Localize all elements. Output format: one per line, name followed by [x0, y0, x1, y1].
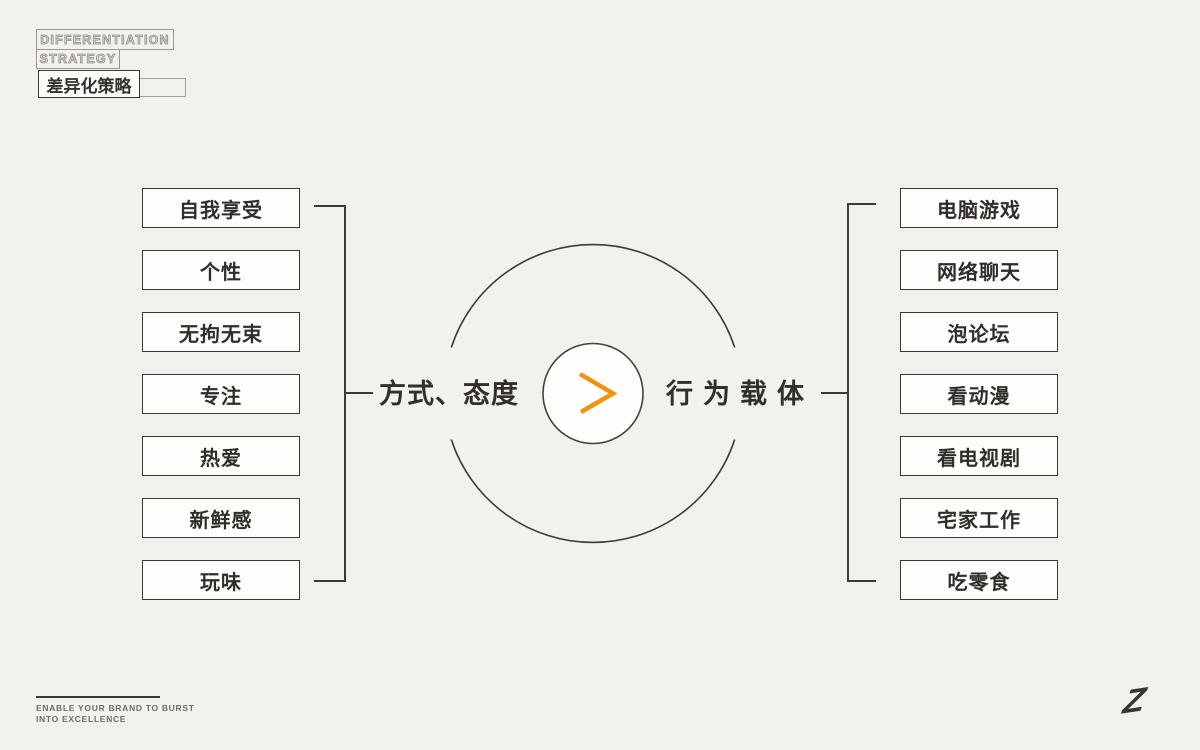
attitude-card: 玩味	[142, 560, 300, 600]
card-label: 泡论坛	[947, 323, 1011, 346]
footer-tagline: ENABLE YOUR BRAND TO BURST INTO EXCELLEN…	[36, 703, 195, 724]
greater-than-icon	[578, 372, 618, 414]
card-label: 新鲜感	[189, 509, 253, 532]
behavior-card: 看电视剧	[900, 436, 1058, 476]
left-bracket-mid-stub	[344, 392, 373, 394]
right-bracket-bottom-stub	[847, 580, 876, 582]
card-label: 玩味	[200, 571, 242, 594]
attitude-card: 无拘无束	[142, 312, 300, 352]
attitude-card: 专注	[142, 374, 300, 414]
inner-circle	[542, 342, 644, 445]
card-label: 自我享受	[179, 199, 263, 222]
attitude-card: 新鲜感	[142, 498, 300, 538]
card-label: 个性	[200, 261, 242, 284]
behavior-card: 泡论坛	[900, 312, 1058, 352]
card-label: 热爱	[200, 447, 242, 470]
header: DIFFERENTIATION STRATEGY 差异化策略	[36, 29, 186, 98]
subtitle-box: 差异化策略	[38, 70, 140, 98]
behavior-card: 宅家工作	[900, 498, 1058, 538]
brand-logo: Z	[1120, 680, 1149, 722]
card-label: 网络聊天	[937, 261, 1021, 284]
left-bracket-top-stub	[314, 205, 346, 207]
behavior-card: 电脑游戏	[900, 188, 1058, 228]
card-label: 吃零食	[947, 571, 1011, 594]
card-label: 电脑游戏	[937, 199, 1021, 222]
footer-tagline-line-1: ENABLE YOUR BRAND TO BURST	[36, 703, 195, 713]
behavior-card: 吃零食	[900, 560, 1058, 600]
right-bracket-top-stub	[847, 203, 876, 205]
outer-circle-bottom-arc	[450, 439, 736, 544]
card-label: 无拘无束	[179, 323, 263, 346]
card-label: 宅家工作	[937, 509, 1021, 532]
title-line-1: DIFFERENTIATION	[36, 29, 174, 50]
outer-circle-top-arc	[450, 243, 736, 348]
title-line-2: STRATEGY	[36, 49, 120, 69]
behavior-card: 网络聊天	[900, 250, 1058, 290]
attitude-card: 热爱	[142, 436, 300, 476]
left-group-label: 方式、态度	[379, 379, 519, 409]
footer-rule	[36, 696, 160, 698]
card-label: 专注	[200, 385, 242, 408]
right-bracket-mid-stub	[821, 392, 849, 394]
behavior-card: 看动漫	[900, 374, 1058, 414]
card-label: 看电视剧	[937, 447, 1021, 470]
right-group-label: 行为载体	[666, 379, 814, 409]
left-bracket-bottom-stub	[314, 580, 346, 582]
attitude-card: 个性	[142, 250, 300, 290]
footer-tagline-line-2: INTO EXCELLENCE	[36, 713, 127, 724]
card-label: 看动漫	[947, 385, 1011, 408]
attitude-card: 自我享受	[142, 188, 300, 228]
